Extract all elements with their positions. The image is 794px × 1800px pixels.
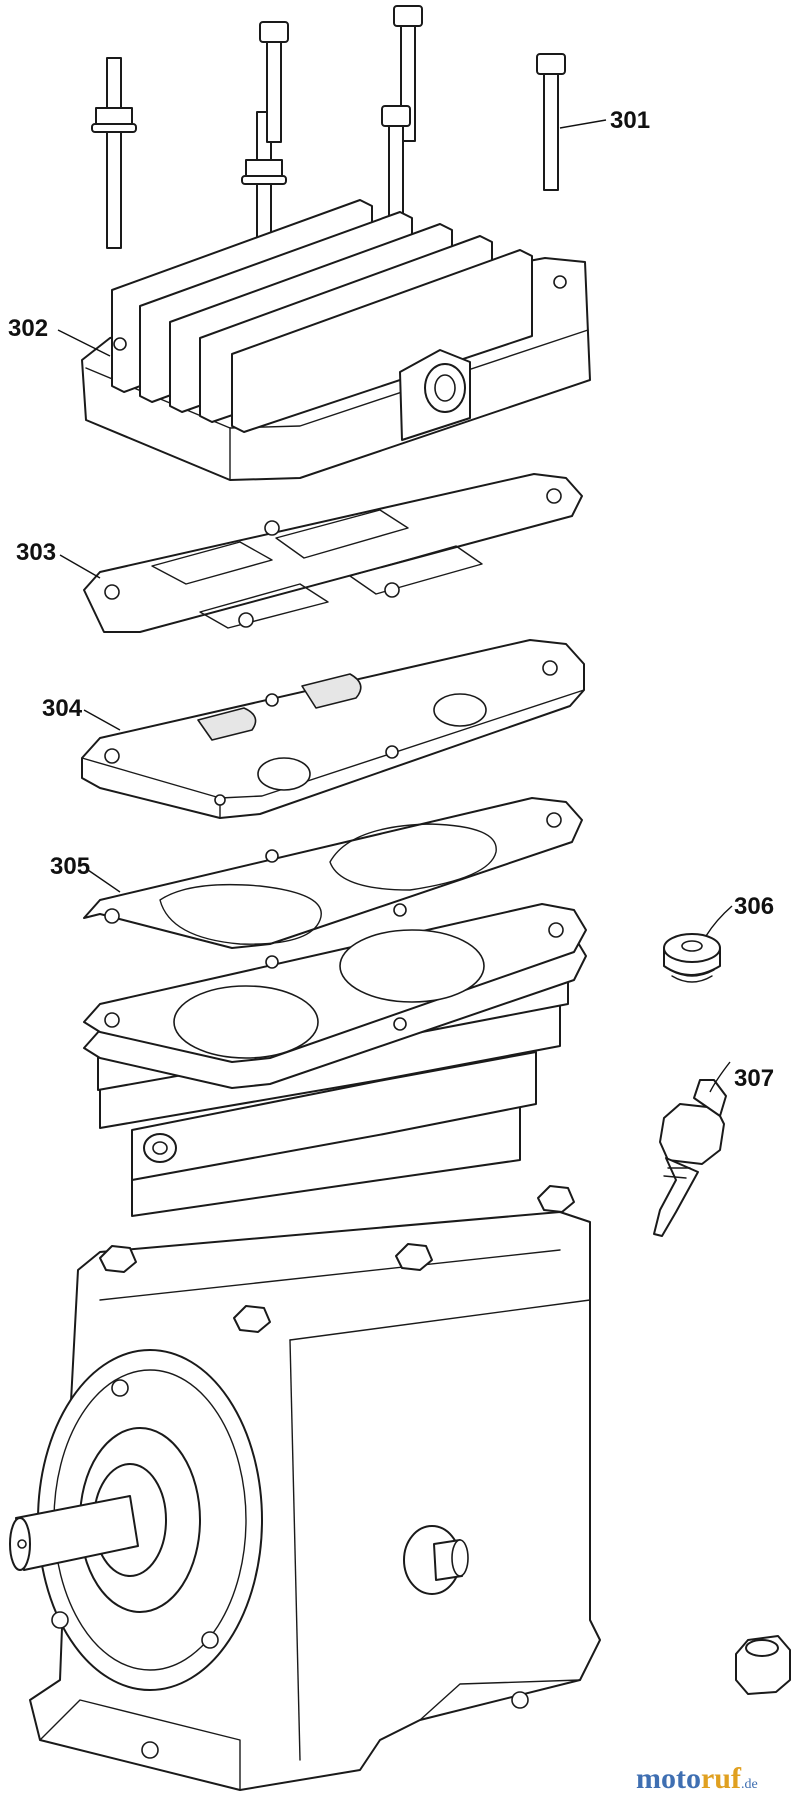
crankcase	[9, 1185, 601, 1791]
callout-301: 301	[610, 107, 650, 134]
callout-303: 303	[16, 539, 56, 566]
crankshaft	[9, 1495, 139, 1571]
breather-fitting	[735, 1635, 791, 1695]
valve-plate-gasket	[83, 797, 583, 949]
watermark-logo: motoruf.de	[636, 1762, 758, 1795]
callout-306: 306	[734, 893, 774, 920]
valve-plate	[81, 639, 585, 819]
bolt-a	[259, 21, 289, 143]
drain-valve	[653, 1079, 727, 1237]
bolt-d	[536, 53, 566, 191]
plug	[663, 933, 721, 983]
callout-304: 304	[42, 695, 83, 722]
watermark-brand-a: moto	[636, 1762, 701, 1795]
callout-307: 307	[734, 1065, 774, 1092]
port-boss	[399, 349, 471, 441]
callout-labels: 301 302 303 304 305 306 307	[8, 107, 774, 1092]
watermark-brand-b: ruf	[701, 1762, 742, 1795]
head-gasket	[83, 473, 583, 633]
leader-lines	[57, 119, 733, 1093]
stud-left	[91, 57, 137, 249]
cylinder-head	[81, 199, 591, 481]
callout-302: 302	[8, 315, 48, 342]
crankcase-bolts	[99, 1185, 575, 1333]
svg-text:motoruf.de: motoruf.de	[636, 1762, 758, 1795]
watermark-suffix: .de	[741, 1777, 758, 1792]
cylinder-block	[83, 903, 587, 1217]
cooling-fins	[111, 199, 533, 433]
bearing-flange	[37, 1349, 263, 1691]
callout-305: 305	[50, 853, 90, 880]
oil-sight-boss	[403, 1525, 469, 1595]
